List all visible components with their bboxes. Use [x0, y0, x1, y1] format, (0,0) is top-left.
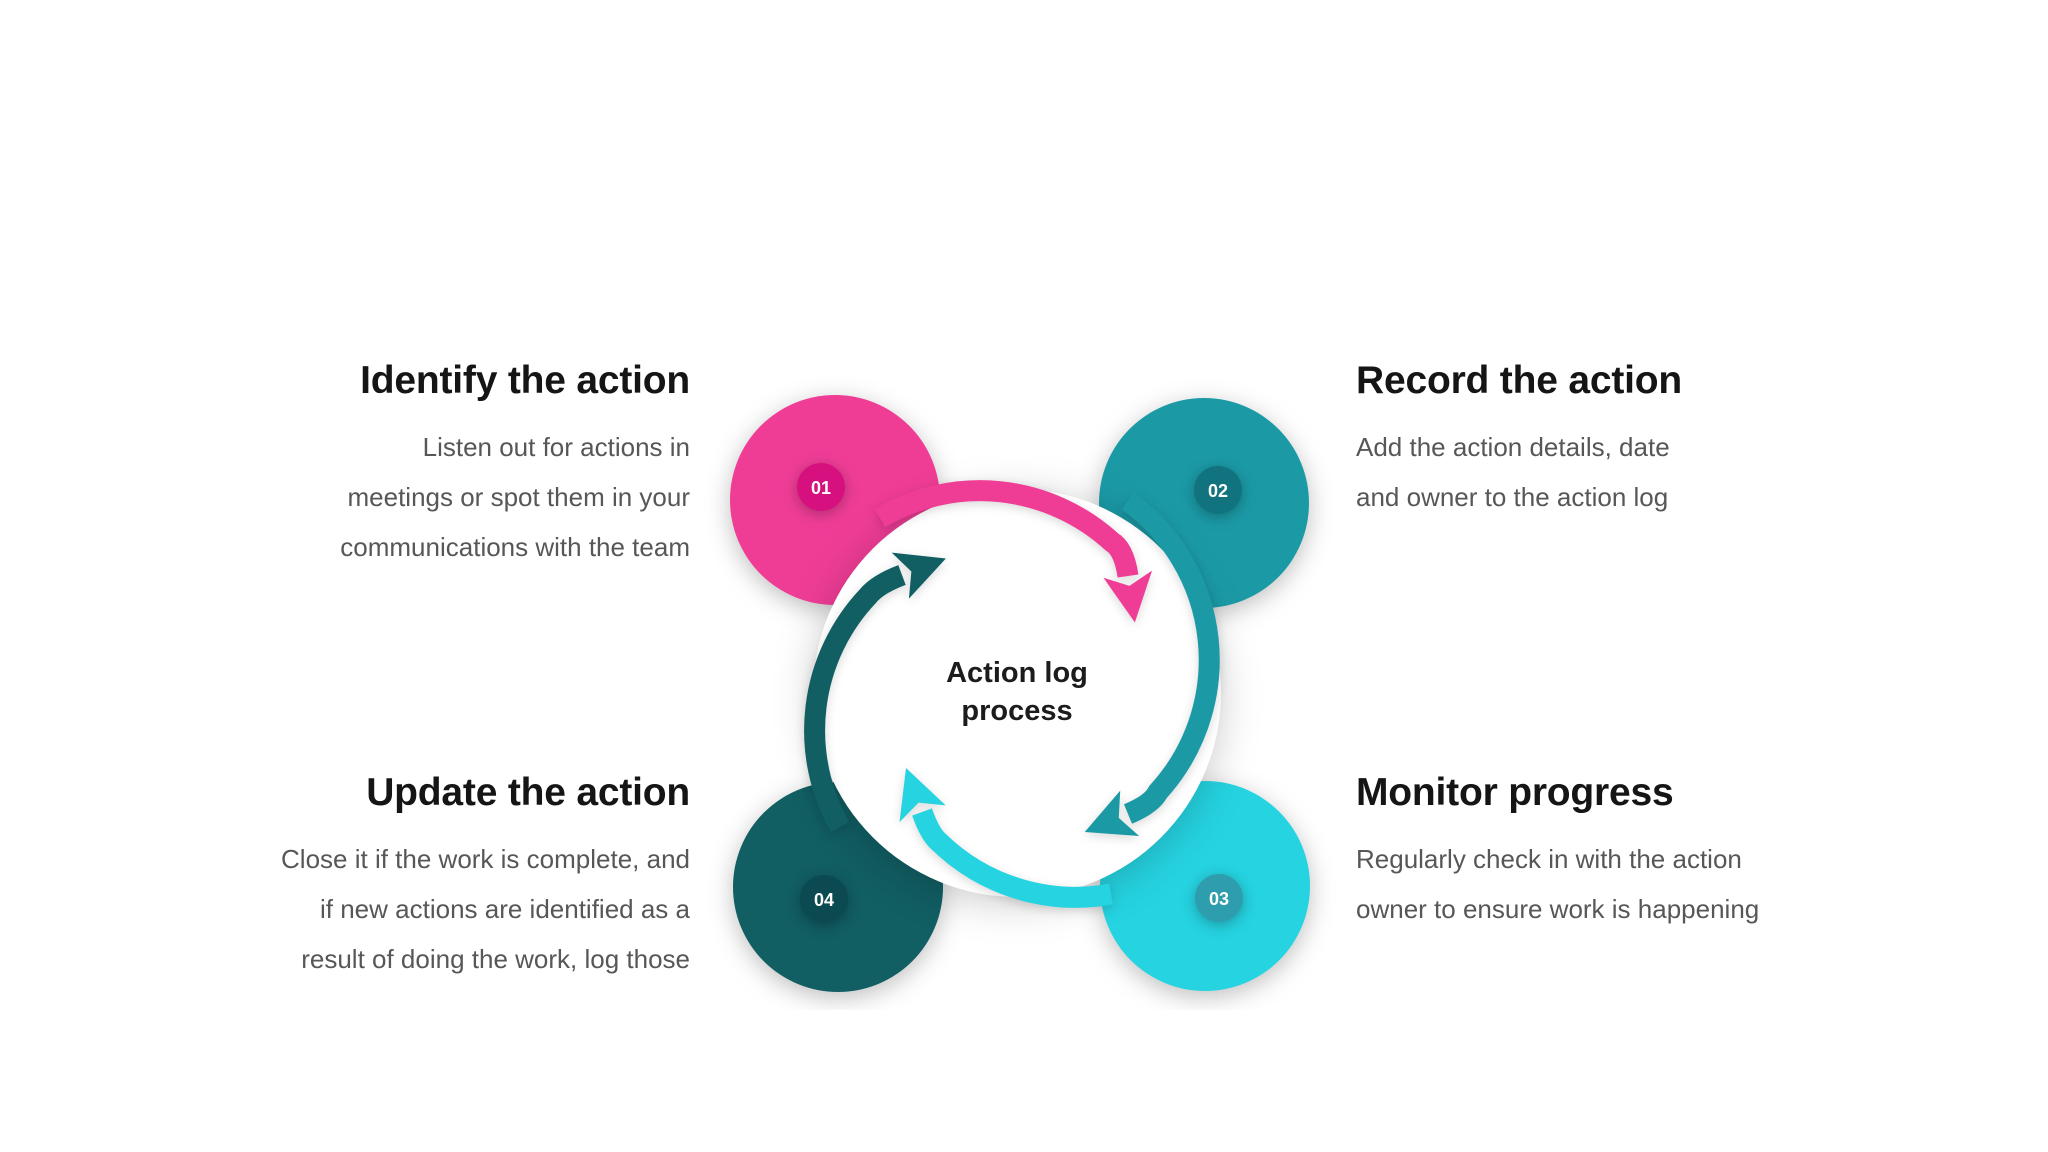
step-number-01: 01 [811, 478, 831, 498]
step-1-text-block: Identify the action Listen out for actio… [180, 358, 690, 573]
step-4-description-line: if new actions are identified as a [320, 893, 690, 924]
process-diagram: 01 02 03 04 Action log process [730, 395, 1310, 992]
step-badge-02 [1194, 466, 1242, 514]
step-1-description-line: Listen out for actions in [422, 431, 690, 462]
step-2-text-block: Record the action Add the action details… [1356, 358, 1876, 523]
step-3-text-block: Monitor progress Regularly check in with… [1356, 770, 1876, 935]
step-4-title: Update the action [366, 771, 690, 814]
step-number-04: 04 [814, 890, 834, 910]
step-1-description: Listen out for actions in meetings or sp… [180, 423, 690, 573]
step-number-02: 02 [1208, 481, 1228, 501]
step-1-description-line: communications with the team [340, 531, 690, 562]
step-2-description-line: and owner to the action log [1356, 481, 1669, 512]
step-2-description: Add the action details, date and owner t… [1356, 423, 1876, 523]
arrow-01-to-02 [874, 480, 1153, 623]
arrow-02-to-03 [1084, 492, 1220, 836]
arrow-04-to-01 [804, 552, 946, 833]
center-label-line2: process [961, 695, 1072, 727]
step-4-description-line: result of doing the work, log those [301, 943, 690, 974]
arrow-03-to-04 [899, 767, 1113, 908]
center-label-line1: Action log [946, 657, 1088, 689]
step-1-title: Identify the action [360, 359, 690, 402]
step-4-description-line: Close it if the work is complete, and [281, 843, 690, 874]
step-2-description-line: Add the action details, date [1356, 431, 1670, 462]
step-4-description: Close it if the work is complete, and if… [180, 835, 690, 985]
step-3-description-line: owner to ensure work is happening [1356, 893, 1760, 924]
step-badge-04 [800, 875, 848, 923]
step-1-description-line: meetings or spot them in your [347, 481, 691, 512]
step-badge-01 [797, 463, 845, 511]
step-4-text-block: Update the action Close it if the work i… [180, 770, 690, 985]
step-3-description: Regularly check in with the action owner… [1356, 835, 1876, 935]
step-3-description-line: Regularly check in with the action [1356, 843, 1742, 874]
center-circle [813, 489, 1221, 897]
step-badge-03 [1195, 874, 1243, 922]
step-2-title: Record the action [1356, 359, 1682, 402]
step-number-03: 03 [1209, 889, 1229, 909]
step-3-title: Monitor progress [1356, 771, 1674, 814]
